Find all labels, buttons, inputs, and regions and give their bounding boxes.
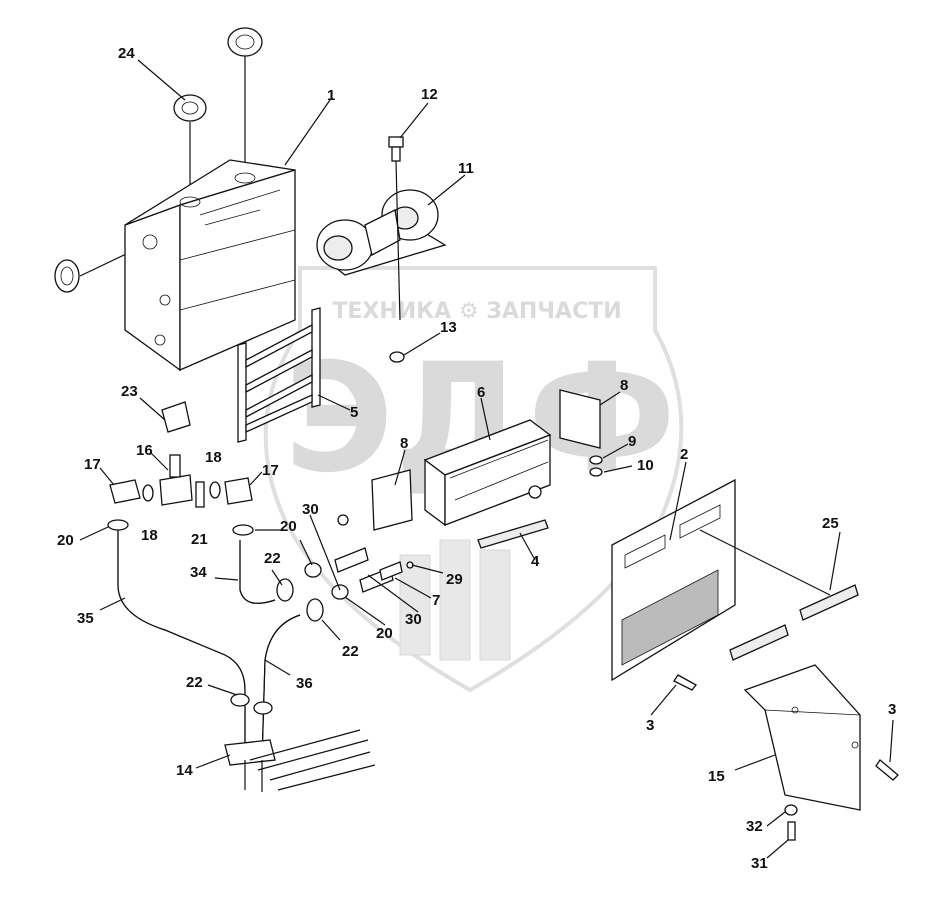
callout-31: 31 [751, 855, 768, 872]
callout-17-left: 17 [84, 456, 101, 473]
bolt-3-right [875, 759, 899, 781]
callout-22-mid: 22 [342, 643, 359, 660]
callout-11: 11 [458, 160, 474, 177]
callout-30-bottom: 30 [405, 611, 422, 628]
clamp-20-d [331, 584, 349, 600]
callout-20-left: 20 [57, 532, 74, 549]
hose-35 [117, 530, 246, 760]
panel-2 [611, 478, 736, 682]
callout-32: 32 [746, 818, 763, 835]
valve-21 [195, 481, 205, 508]
callout-35: 35 [77, 610, 94, 627]
callout-30-top: 30 [302, 501, 319, 518]
callout-6: 6 [477, 384, 485, 401]
grommet-24-side [54, 259, 80, 293]
callout-10: 10 [637, 457, 654, 474]
heater-core-6 [423, 419, 552, 527]
washer-32 [784, 804, 798, 816]
tag-23 [161, 401, 191, 433]
callout-25: 25 [822, 515, 839, 532]
grille-25-b [729, 624, 789, 661]
clamp-20-b [232, 524, 254, 536]
clamp-20-a [107, 519, 129, 531]
callout-17-right: 17 [262, 462, 279, 479]
callout-7: 7 [432, 592, 440, 609]
callout-15: 15 [708, 768, 725, 785]
elbow-17-left [109, 479, 141, 504]
bolt-12 [388, 136, 404, 162]
callout-14: 14 [176, 762, 193, 779]
watermark-bars-icon [399, 539, 511, 661]
bracket-5 [237, 307, 321, 443]
callout-22-top: 22 [264, 550, 281, 567]
nut-13 [389, 351, 405, 363]
callout-18-top: 18 [205, 449, 222, 466]
fitting-7 [379, 561, 403, 581]
callout-5: 5 [350, 404, 358, 421]
watermark: ТЕХНИКА ⚙ ЗАПЧАСТИ ЭДФ [263, 266, 684, 693]
hose-36 [261, 614, 301, 761]
callout-4: 4 [531, 553, 540, 570]
leader-lines [79, 59, 894, 859]
tee-16 [159, 454, 193, 506]
bolt-31 [787, 821, 796, 841]
callout-8-right: 8 [620, 377, 628, 394]
callout-8-left: 8 [400, 435, 408, 452]
cover-15 [743, 664, 861, 811]
elbow-17-right [224, 477, 253, 505]
nipple-30-a [334, 514, 369, 573]
callout-20-mid: 20 [280, 518, 297, 535]
watermark-brand-line: ТЕХНИКА ⚙ ЗАПЧАСТИ [332, 299, 621, 324]
washer-9 [589, 455, 603, 465]
pipe-bracket-14 [224, 729, 376, 792]
nut-10 [589, 467, 603, 477]
housing-1 [124, 159, 296, 372]
ring-18-left [142, 484, 154, 502]
grommet-22-a [276, 578, 294, 602]
callout-24: 24 [118, 45, 135, 62]
grille-25-a [799, 584, 859, 621]
grommet-24-top [227, 27, 263, 57]
grommet-22-b [306, 598, 324, 622]
callout-29: 29 [446, 571, 463, 588]
callout-36: 36 [296, 675, 313, 692]
callout-12: 12 [421, 86, 438, 103]
callout-1: 1 [327, 87, 335, 104]
callout-23: 23 [121, 383, 138, 400]
callout-16: 16 [136, 442, 153, 459]
bolt-3-left [673, 674, 697, 691]
callout-34: 34 [190, 564, 207, 581]
callout-3-right: 3 [888, 701, 896, 718]
callout-9: 9 [628, 433, 636, 450]
ring-18-right [209, 481, 221, 499]
strip-4 [477, 519, 549, 549]
callout-2: 2 [680, 446, 688, 463]
callout-20-bottom: 20 [376, 625, 393, 642]
grommet-22-c [230, 693, 273, 715]
callout-18-bottom: 18 [141, 527, 158, 544]
plate-8-left [371, 469, 413, 531]
clamp-20-c [304, 562, 322, 578]
callout-labels: 24 1 12 11 13 5 6 8 8 9 10 2 25 4 23 16 … [57, 45, 896, 872]
plate-8-right [559, 389, 601, 449]
callout-3-left: 3 [646, 717, 654, 734]
blower-11 [316, 189, 447, 276]
callout-21: 21 [191, 531, 208, 548]
watermark-shield-icon [263, 266, 684, 693]
callout-13: 13 [440, 319, 457, 336]
grommet-24-mid [173, 94, 207, 122]
callout-22-bottom: 22 [186, 674, 203, 691]
